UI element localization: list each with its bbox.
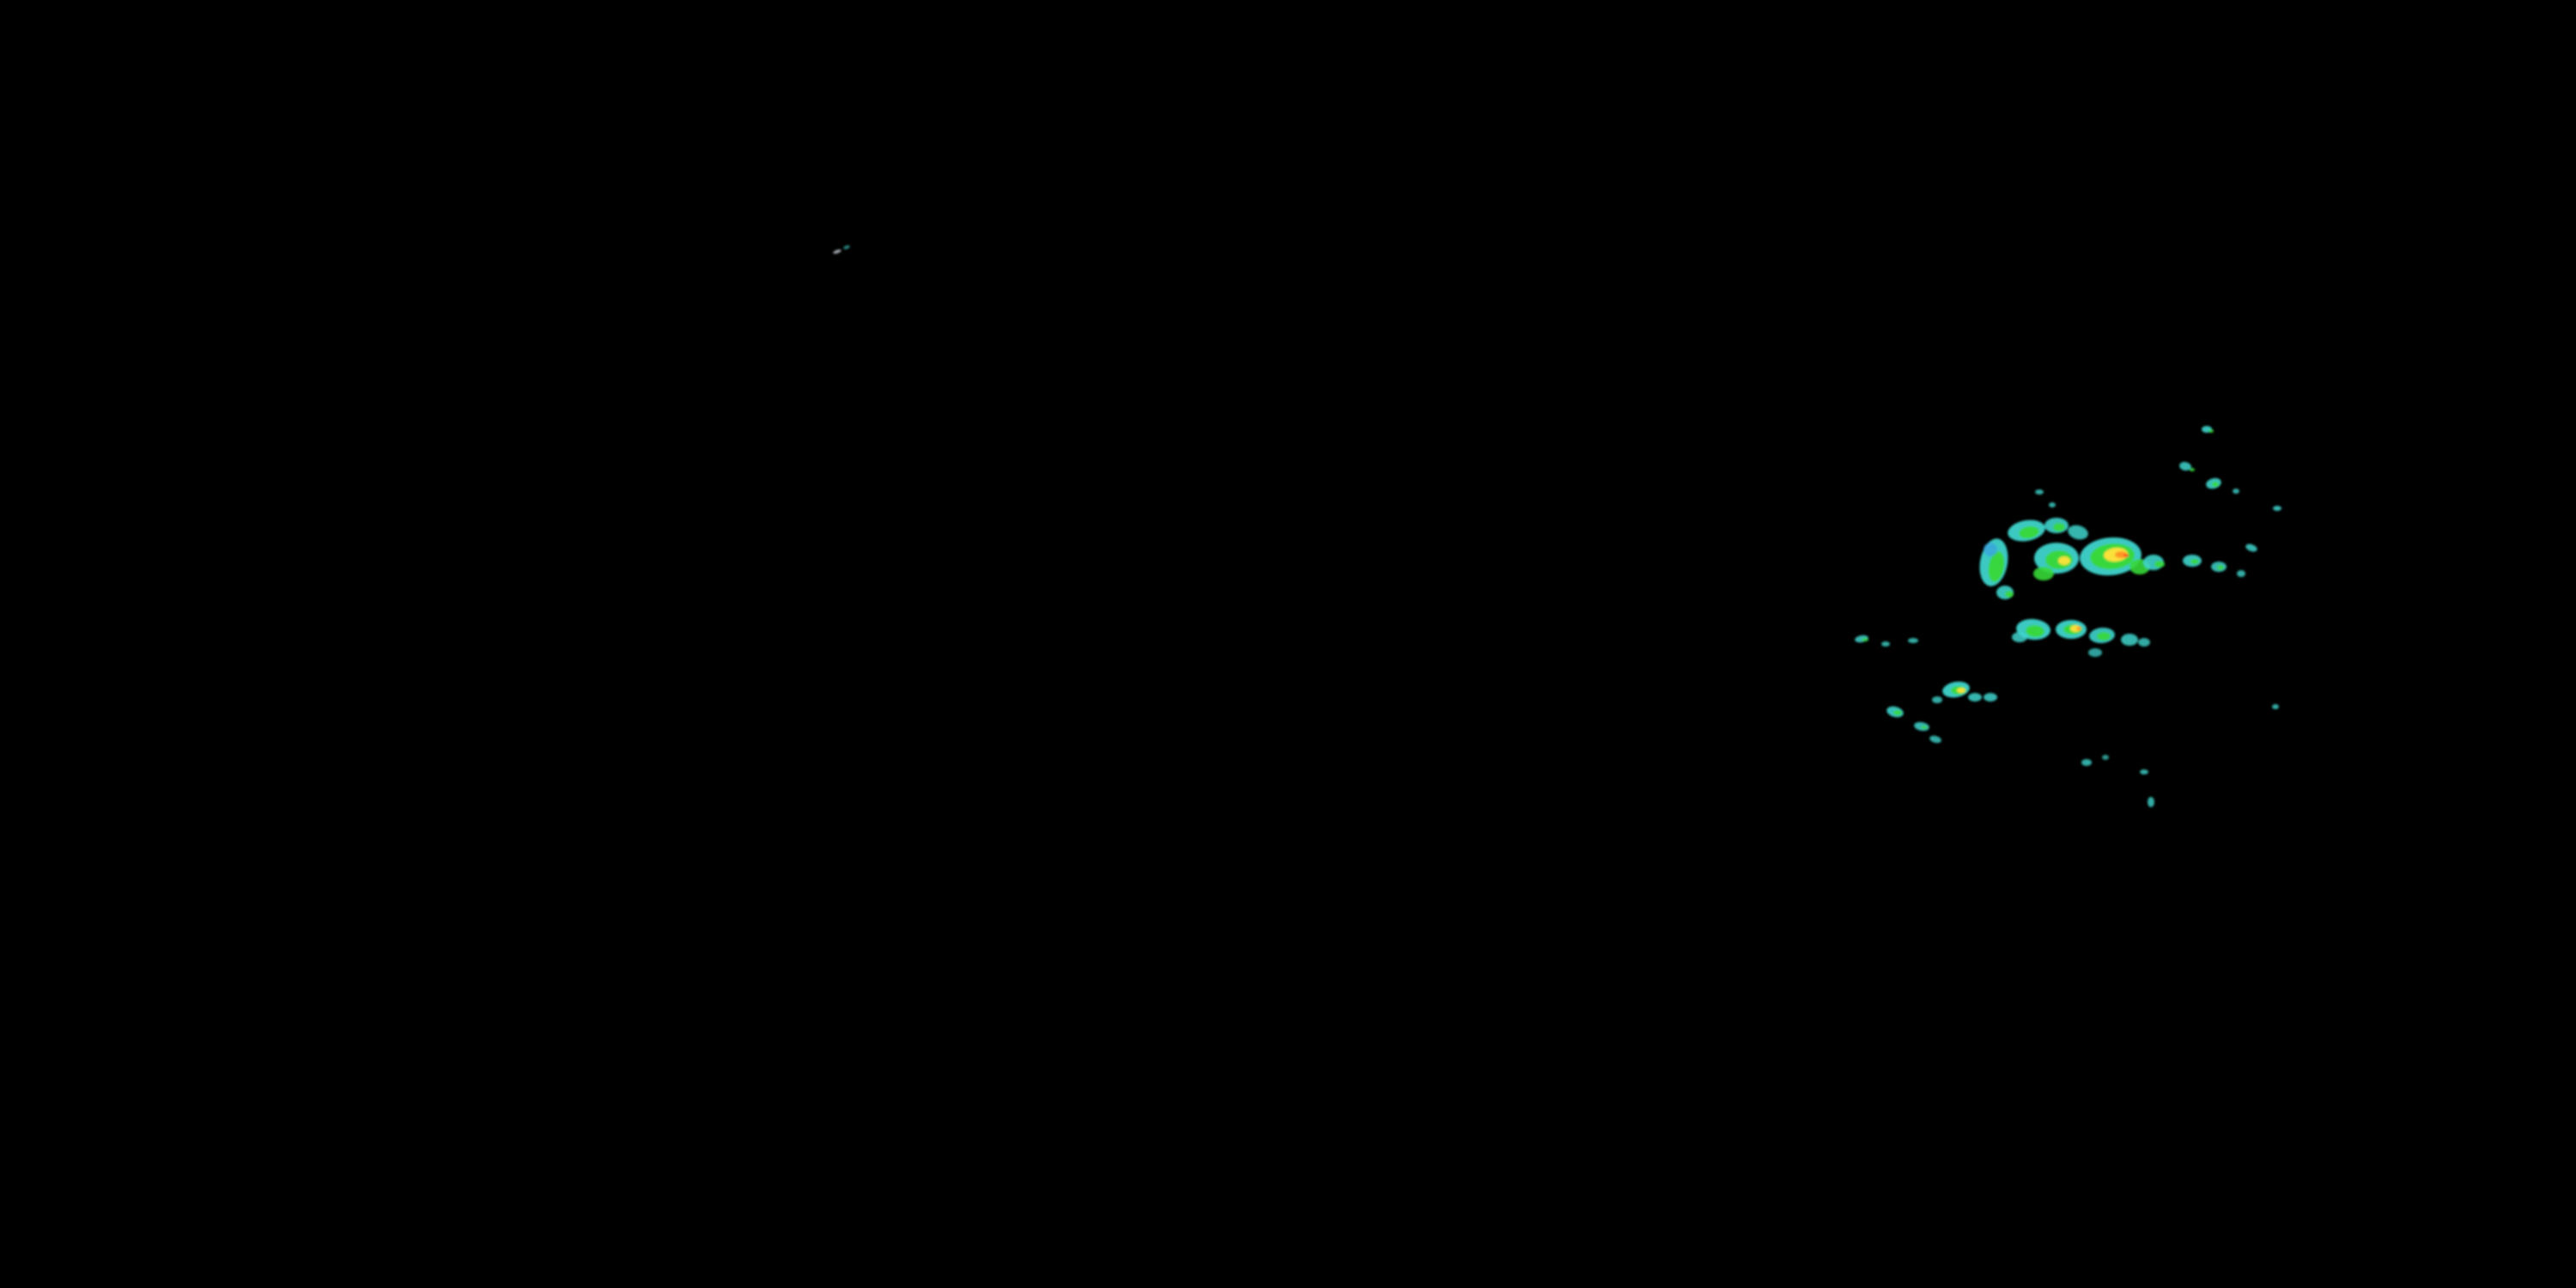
radar-echo-cell <box>2237 570 2245 577</box>
radar-echo-cell <box>2245 544 2257 552</box>
radar-echo-cell <box>1957 688 1965 693</box>
radar-echo-cell <box>2233 489 2239 494</box>
radar-cluster-north-scattered-specks <box>2035 426 2281 552</box>
radar-echo-cell <box>2068 525 2088 540</box>
radar-echo-cell <box>2138 638 2150 647</box>
radar-echo-cell <box>1881 641 1890 647</box>
radar-echo-cell <box>2097 632 2111 641</box>
radar-echo-cell <box>2019 526 2039 539</box>
radar-echo-cell <box>2035 489 2044 495</box>
radar-echo-cell <box>2070 625 2081 632</box>
radar-echo-cell <box>1893 710 1902 715</box>
radar-cluster-southwest-cluster <box>1886 681 1997 744</box>
radar-cluster-south-scattered-specks <box>2081 704 2279 807</box>
radar-echo-cell <box>1929 735 1941 744</box>
radar-echo-cell <box>2053 523 2065 532</box>
radar-echo-cell <box>1988 551 2005 582</box>
radar-echo-cell <box>2102 755 2109 760</box>
radar-echo-cell <box>2058 556 2070 565</box>
radar-echo-cell <box>2140 769 2148 775</box>
radar-echo-cell <box>1921 726 1928 729</box>
radar-cluster-northwest-faint-speck <box>833 245 850 254</box>
radar-echo-cell <box>2179 461 2191 471</box>
radar-echo-cell <box>1984 543 1997 556</box>
radar-echo-cell <box>2076 627 2081 630</box>
radar-echo-cell <box>2148 797 2154 807</box>
radar-cluster-west-specks <box>1855 635 1918 647</box>
radar-echo-cell <box>2212 482 2219 487</box>
radar-cluster-main-storm-complex <box>1979 518 2245 599</box>
radar-echo-cell <box>1908 638 1918 643</box>
radar-echo-cell <box>2123 554 2129 557</box>
radar-echo-cell <box>2190 468 2195 471</box>
radar-cluster-secondary-band <box>2012 618 2150 657</box>
radar-echo-cell <box>2026 624 2044 638</box>
radar-echo-cell <box>2049 502 2056 507</box>
radar-echo-cell <box>1932 696 1942 703</box>
radar-echo-cell <box>2005 591 2014 598</box>
radar-echo-cell <box>2154 561 2165 568</box>
radar-echo-cell <box>1984 693 1997 702</box>
radar-echo-cell <box>2121 634 2138 646</box>
radar-echo-cell <box>2033 567 2054 580</box>
radar-echo-cell <box>2272 704 2279 709</box>
radar-echo-cell <box>2208 429 2214 433</box>
radar-echo-cell <box>843 245 850 250</box>
radar-cells-group <box>833 245 2281 807</box>
radar-echo-cell <box>1968 693 1982 702</box>
radar-echo-cell <box>2012 632 2027 642</box>
radar-echo-cell <box>2273 506 2281 511</box>
radar-echo-cell <box>2190 559 2199 564</box>
radar-echo-cell <box>2081 759 2092 766</box>
radar-echo-cell <box>2088 648 2102 657</box>
radar-echo-cell <box>1862 638 1868 641</box>
radar-echo-cell <box>2217 565 2224 570</box>
radar-echo-cell <box>833 249 841 254</box>
